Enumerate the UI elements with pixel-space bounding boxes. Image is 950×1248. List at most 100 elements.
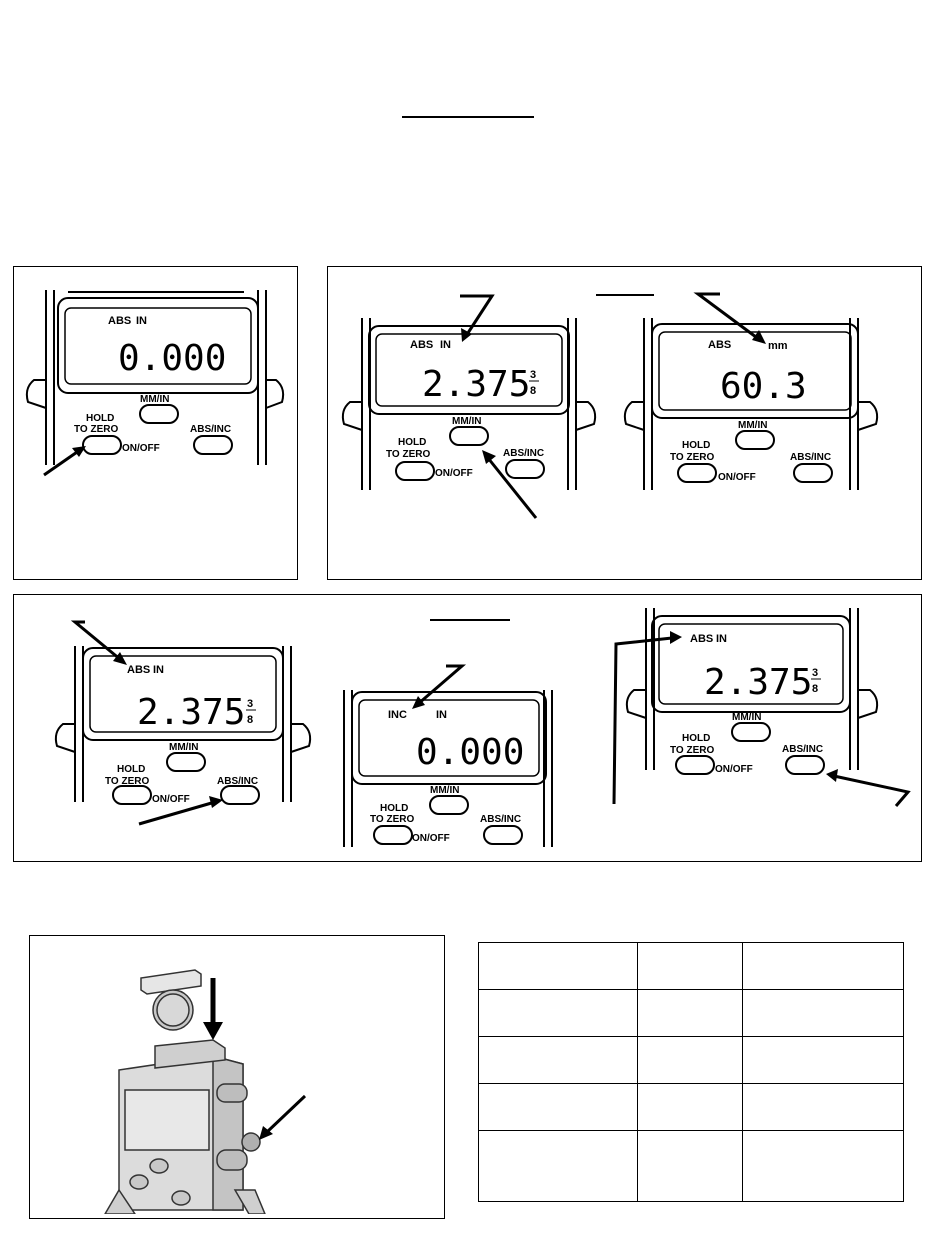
fraction-denominator: 8	[530, 385, 536, 397]
display-mode: ABS	[708, 339, 731, 351]
arrow-icon	[412, 696, 425, 709]
abs-inc-label: ABS/INC	[782, 744, 823, 755]
display-mode: ABS	[108, 315, 131, 327]
hold-label: HOLD	[380, 803, 408, 814]
caliper-body	[104, 1039, 266, 1214]
mm-in-label: MM/IN	[738, 420, 767, 431]
hold-to-zero-button[interactable]	[675, 755, 715, 775]
arrow-icon	[43, 446, 86, 477]
arrow-icon	[138, 796, 223, 826]
on-off-label: ON/OFF	[435, 468, 473, 479]
panel-3-heading-rule	[430, 619, 510, 621]
table-row	[478, 989, 904, 1037]
fraction-denominator: 8	[247, 714, 253, 726]
display-mode: ABS	[690, 633, 713, 645]
on-off-label: ON/OFF	[122, 443, 160, 454]
hold-label: HOLD	[682, 440, 710, 451]
abs-inc-button[interactable]	[793, 463, 833, 483]
hold-to-zero-button[interactable]	[112, 785, 152, 805]
abs-inc-button[interactable]	[220, 785, 260, 805]
panel-2-heading-rule	[596, 294, 654, 296]
caliper-display-mm: ABS mm 60.3 MM/IN HOLD TO ZERO ON/OFF AB…	[623, 292, 879, 490]
hold-label: HOLD	[682, 733, 710, 744]
display-unit: IN	[716, 633, 727, 645]
panel-battery	[29, 935, 445, 1219]
display-reading: 2.375	[422, 364, 530, 405]
to-zero-label: TO ZERO	[74, 424, 118, 435]
arrow-down-icon	[203, 978, 223, 1040]
arrow-icon	[826, 769, 838, 782]
table-row	[478, 1083, 904, 1131]
table-cell	[637, 1036, 743, 1084]
display-reading: 0.000	[416, 732, 524, 773]
abs-inc-button[interactable]	[505, 459, 545, 479]
mm-in-button[interactable]	[166, 752, 206, 772]
table-cell	[478, 942, 638, 990]
mm-in-button[interactable]	[429, 795, 469, 815]
hold-to-zero-button[interactable]	[395, 461, 435, 481]
arrow-icon	[461, 328, 472, 342]
to-zero-label: TO ZERO	[670, 745, 714, 756]
mm-in-button[interactable]	[731, 722, 771, 742]
table-cell	[742, 1130, 904, 1202]
abs-inc-label: ABS/INC	[480, 814, 521, 825]
arrow-icon	[693, 292, 761, 342]
display-reading: 0.000	[118, 338, 226, 379]
table-cell	[742, 1036, 904, 1084]
arrow-icon	[612, 636, 673, 805]
to-zero-label: TO ZERO	[105, 776, 149, 787]
battery-cover	[140, 969, 202, 1031]
abs-inc-label: ABS/INC	[790, 452, 831, 463]
mm-in-button[interactable]	[449, 426, 489, 446]
hold-label: HOLD	[86, 413, 114, 424]
abs-inc-button[interactable]	[785, 755, 825, 775]
panel-power-on	[13, 266, 298, 580]
abs-inc-label: ABS/INC	[190, 424, 231, 435]
hold-label: HOLD	[398, 437, 426, 448]
fraction-numerator: 3	[530, 369, 536, 381]
abs-inc-button[interactable]	[483, 825, 523, 845]
arrow-icon	[833, 774, 911, 807]
panel-abs-inc	[13, 594, 922, 862]
arrow-icon	[70, 620, 122, 662]
table-cell	[637, 989, 743, 1037]
fraction-numerator: 3	[812, 667, 818, 679]
display-unit: IN	[136, 315, 147, 327]
table-cell	[478, 989, 638, 1037]
hold-label: HOLD	[117, 764, 145, 775]
hold-to-zero-button[interactable]	[373, 825, 413, 845]
hold-to-zero-button[interactable]	[677, 463, 717, 483]
caliper-display-power: ABS IN 0.000 MM/IN HOLD TO ZERO ON/OFF A…	[25, 290, 285, 477]
mm-in-label: MM/IN	[732, 712, 761, 723]
table-cell	[637, 1083, 743, 1131]
arrow-icon	[417, 664, 467, 706]
mm-in-button[interactable]	[139, 404, 179, 424]
mm-in-label: MM/IN	[430, 785, 459, 796]
on-off-label: ON/OFF	[718, 472, 756, 483]
mm-in-label: MM/IN	[169, 742, 198, 753]
panel-1-heading-rule	[68, 291, 244, 293]
fraction-numerator: 3	[247, 698, 253, 710]
battery-illustration	[104, 969, 307, 1214]
abs-inc-label: ABS/INC	[503, 448, 544, 459]
display-mode: ABS	[127, 664, 150, 676]
display-reading: 60.3	[720, 366, 807, 407]
arrow-icon	[113, 652, 127, 665]
abs-inc-button[interactable]	[193, 435, 233, 455]
mm-in-label: MM/IN	[452, 416, 481, 427]
arrow-icon	[670, 631, 682, 644]
display-unit: IN	[440, 339, 451, 351]
arrow-icon	[460, 294, 495, 337]
mm-in-button[interactable]	[735, 430, 775, 450]
hold-to-zero-button[interactable]	[82, 435, 122, 455]
arrow-icon	[482, 450, 538, 519]
fraction-denominator: 8	[812, 683, 818, 695]
abs-inc-label: ABS/INC	[217, 776, 258, 787]
title-underline	[402, 116, 534, 118]
caliper-display-inc: INC IN 0.000 MM/IN HOLD TO ZERO ON/OFF A…	[343, 664, 553, 847]
table-row	[478, 1036, 904, 1084]
display-mode: INC	[388, 709, 407, 721]
caliper-display-inch: ABS IN 2.375 3 8 MM/IN HOLD TO ZERO ON/O…	[341, 294, 597, 519]
arrow-icon	[752, 330, 766, 344]
on-off-label: ON/OFF	[715, 764, 753, 775]
